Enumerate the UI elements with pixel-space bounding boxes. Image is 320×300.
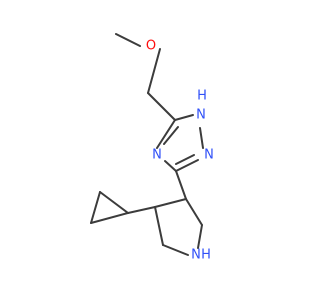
bond-pyr-cyclopropyl	[127, 206, 156, 214]
bonds	[90, 33, 204, 256]
bond-cyclopropyl-b	[90, 191, 101, 224]
molecule-structure: O H N N N N H	[90, 33, 214, 263]
bond-methyl-oxygen	[115, 33, 141, 47]
bond-cyclopropyl-c	[90, 212, 129, 224]
bond-triazole-pyrrolidine	[175, 170, 187, 200]
bond-n2-c3-inner	[175, 154, 195, 165]
bond-n4-c5-inner	[163, 126, 179, 145]
triazole-nh-h-label: H	[197, 89, 207, 104]
bond-c5-n1	[174, 114, 194, 121]
bond-pyr-c5-c4	[154, 206, 164, 246]
bond-pyr-c3-c2	[185, 198, 203, 226]
bond-pyr-c2-n	[197, 224, 203, 249]
bond-oxygen-methylene	[147, 48, 161, 94]
bond-pyr-n-c5	[162, 244, 189, 256]
bond-n1-n2	[199, 127, 204, 149]
bond-n4-c5-outer	[156, 119, 176, 149]
oxygen-label: O	[146, 39, 156, 54]
bond-methylene-triazole	[147, 92, 176, 121]
triazole-n2-label: N	[204, 148, 214, 163]
bond-cyclopropyl-a	[99, 191, 129, 214]
triazole-n4-label: N	[152, 148, 162, 163]
pyrrolidine-n-label: N	[191, 248, 201, 263]
atom-labels: O H N N N N H	[146, 39, 214, 263]
bond-c3-n4	[164, 160, 177, 172]
triazole-nh-n-label: N	[196, 108, 206, 123]
bond-n2-c3-outer	[175, 159, 199, 172]
bond-pyr-c4-c3	[154, 198, 187, 208]
pyrrolidine-h-label: H	[201, 248, 211, 263]
